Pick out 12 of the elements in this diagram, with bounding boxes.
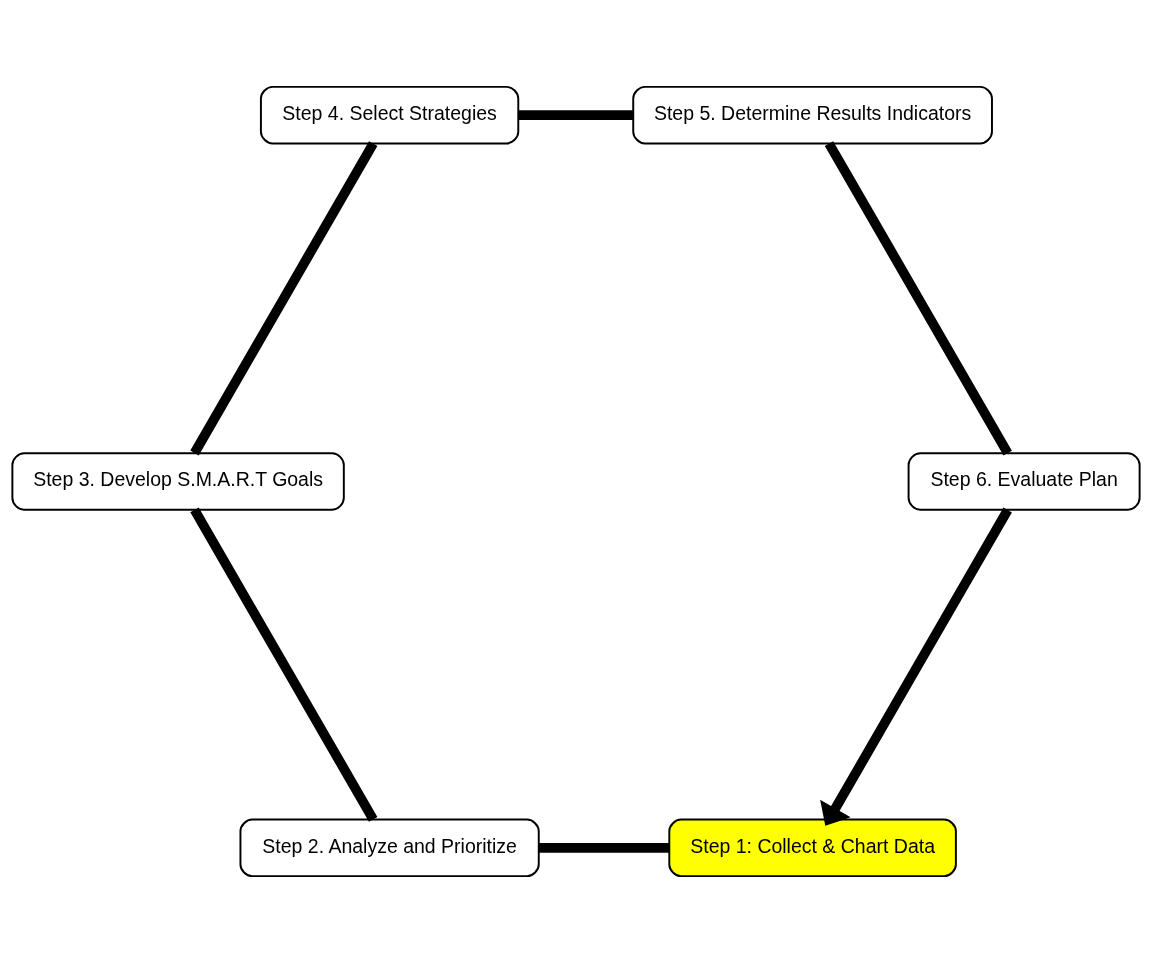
connector (518, 109, 633, 120)
arrow (820, 507, 1012, 826)
node-box: Step 1: Collect & Chart Data (668, 818, 957, 877)
node-box: Step 2. Analyze and Prioritize (239, 818, 540, 877)
connector (538, 842, 670, 853)
node-box: Step 4. Select Strategies (259, 85, 520, 144)
node-box: Step 3. Develop S.M.A.R.T Goals (11, 451, 345, 511)
node-box: Step 6. Evaluate Plan (907, 451, 1141, 511)
connector (190, 140, 378, 455)
node-box: Step 5. Determine Results Indicators (632, 85, 993, 144)
connector (824, 140, 1012, 455)
connector (190, 507, 378, 822)
